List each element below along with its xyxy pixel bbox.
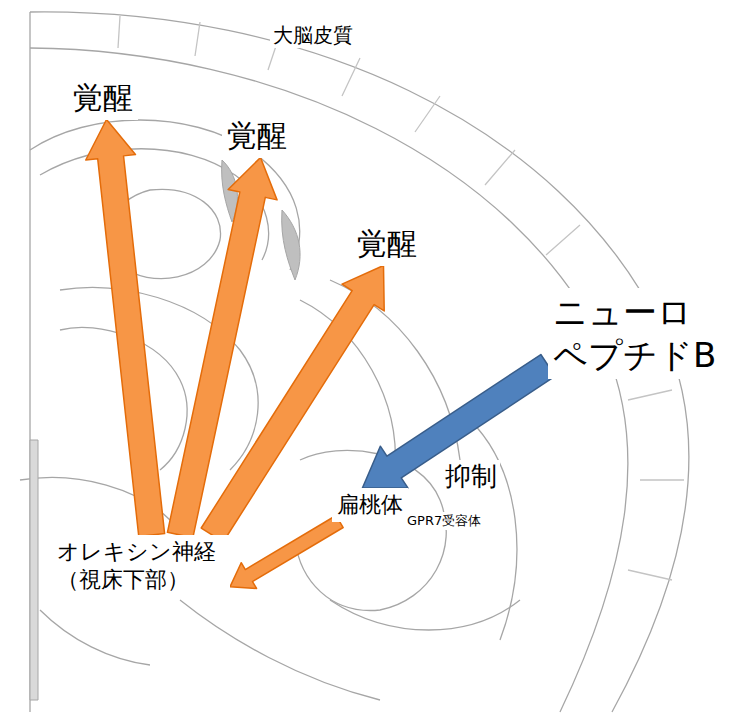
third-ventricle (30, 440, 38, 700)
node-text: オレキシン神経 （視床下部） (57, 538, 225, 593)
region-label: 扁桃体 (332, 488, 408, 522)
hypothalamus-base (40, 610, 150, 665)
receptor-label: GPR7受容体 (404, 512, 484, 530)
lateral-ventricle (282, 210, 300, 280)
piriform-boundary (330, 600, 520, 630)
node-text: 覚醒 (73, 79, 133, 117)
node-text: ニューロ ペプチドB (553, 291, 725, 376)
block-arrow (230, 515, 343, 588)
ventral-boundary (180, 600, 380, 700)
arousal-target: 覚醒 (222, 114, 292, 158)
cortex-inner-boundary (30, 48, 628, 712)
region-label: 大脳皮質 (270, 22, 356, 48)
block-arrow (86, 120, 165, 537)
neuropeptide-box: ニューロ ペプチドB (548, 288, 730, 379)
neuron-label: オレキシン神経 （視床下部） (52, 535, 230, 596)
node-text: 覚醒 (357, 225, 417, 263)
node-text: 覚醒 (227, 117, 287, 155)
arousal-target: 覚醒 (352, 222, 422, 266)
arousal-target: 覚醒 (68, 76, 138, 120)
effect-label: 抑制 (442, 460, 500, 493)
lateral-boundary (470, 420, 517, 640)
node-text: 扁桃体 (337, 491, 403, 519)
